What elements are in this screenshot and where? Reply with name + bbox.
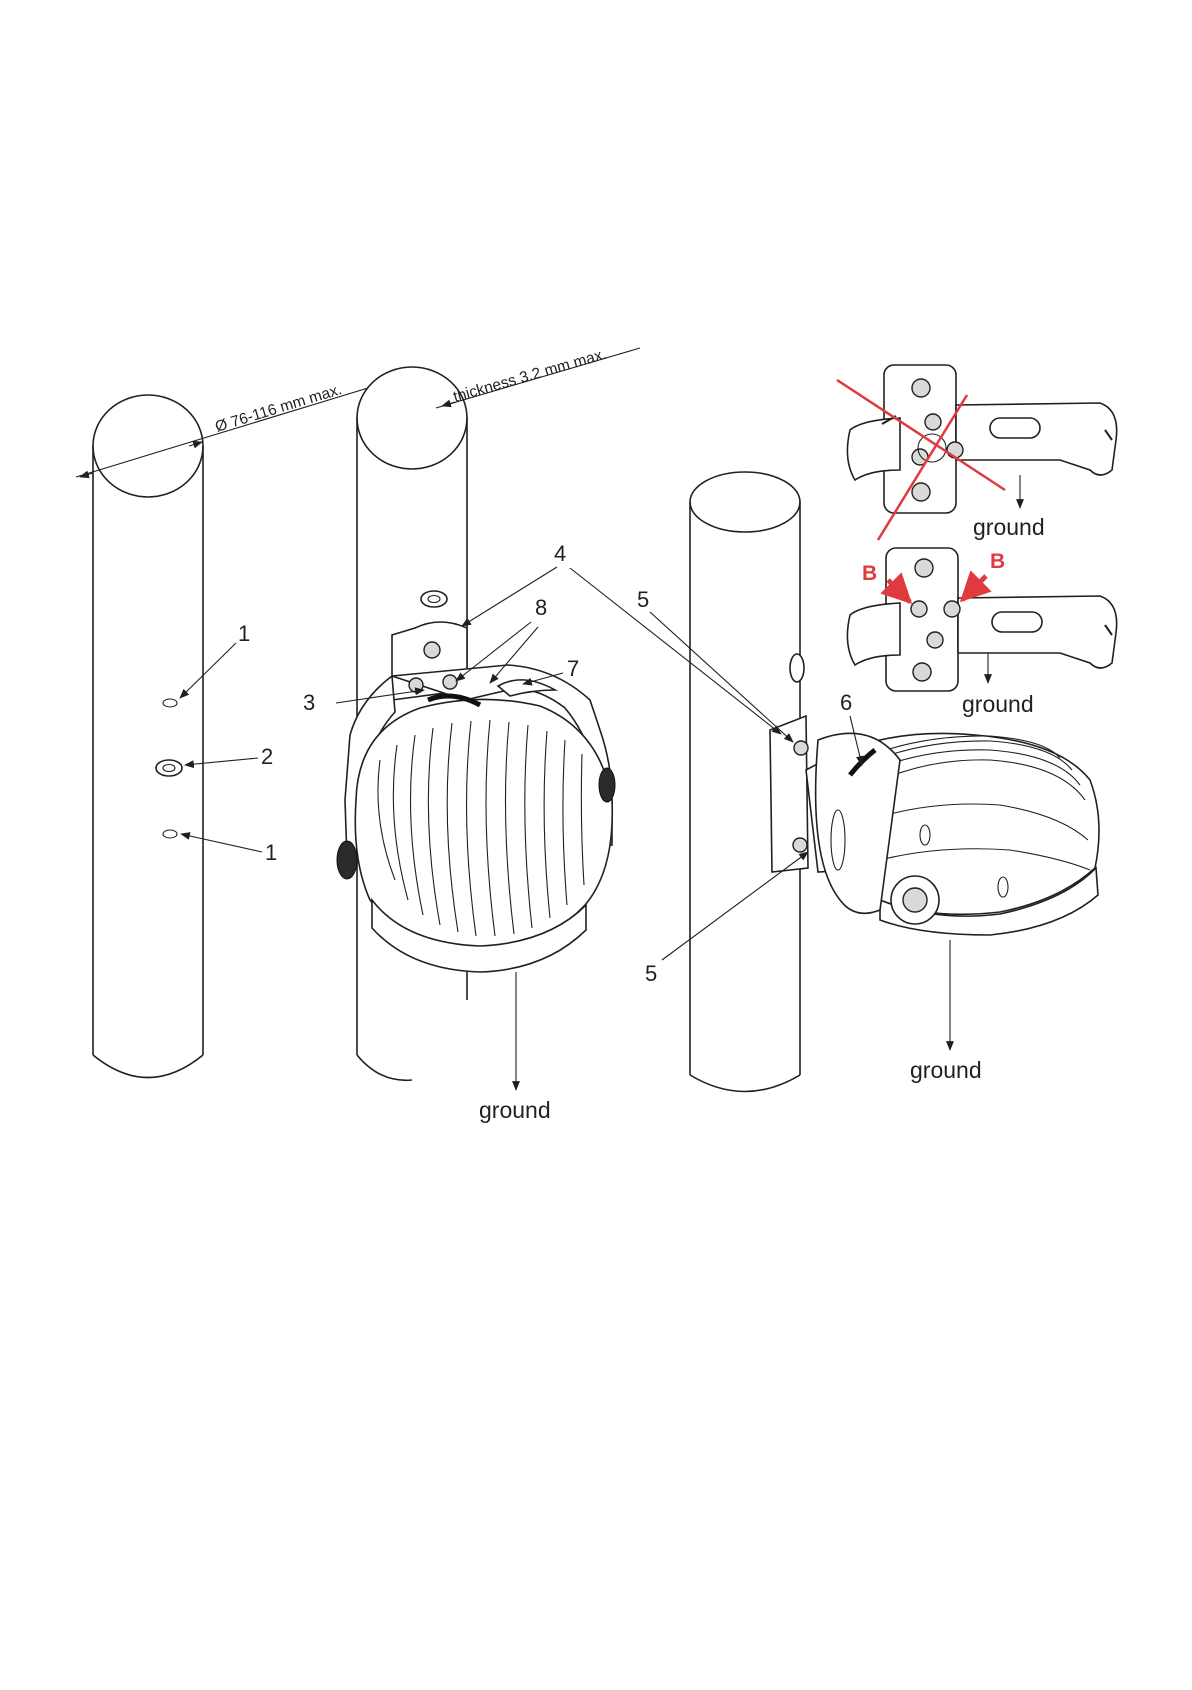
callout-4: 4 bbox=[554, 541, 566, 566]
bolt-icon bbox=[912, 379, 930, 397]
callout-8: 8 bbox=[535, 595, 547, 620]
ground-label-right: ground bbox=[910, 1057, 982, 1083]
bolt-icon bbox=[927, 632, 943, 648]
pole-left bbox=[93, 395, 203, 1078]
bolt-icon bbox=[925, 414, 941, 430]
marker-b-left: B bbox=[862, 562, 877, 585]
screw-icon bbox=[443, 675, 457, 689]
callout-1-upper: 1 bbox=[238, 621, 250, 646]
bolt-icon bbox=[944, 601, 960, 617]
diameter-label: Ø 76-116 mm max. bbox=[213, 381, 344, 436]
knob-icon bbox=[599, 768, 615, 802]
bolt-icon bbox=[793, 838, 807, 852]
diameter-dimension: Ø 76-116 mm max. bbox=[76, 381, 368, 477]
bolt-icon bbox=[915, 559, 933, 577]
callout-5-lower: 5 bbox=[645, 961, 657, 986]
bolt-icon bbox=[912, 483, 930, 501]
screw-icon bbox=[409, 678, 423, 692]
ground-label-center: ground bbox=[479, 1097, 551, 1123]
callout-2: 2 bbox=[261, 744, 273, 769]
thickness-dimension: thickness 3.2 mm max. bbox=[436, 346, 640, 408]
inset-correct: B B ground bbox=[847, 548, 1116, 717]
washer-icon bbox=[790, 654, 804, 682]
thickness-label: thickness 3.2 mm max. bbox=[451, 346, 608, 406]
bolt-icon bbox=[424, 642, 440, 658]
luminaire-side-view bbox=[770, 716, 1099, 935]
knob-icon bbox=[337, 841, 357, 879]
ground-label-inset-bottom: ground bbox=[962, 691, 1034, 717]
bolt-icon bbox=[911, 601, 927, 617]
hole-icon bbox=[163, 699, 177, 707]
callout-6: 6 bbox=[840, 690, 852, 715]
bolt-icon bbox=[913, 663, 931, 681]
washer-icon bbox=[421, 591, 447, 607]
ground-label-inset-top: ground bbox=[973, 514, 1045, 540]
hole-icon bbox=[163, 830, 177, 838]
callout-7: 7 bbox=[567, 656, 579, 681]
callout-3: 3 bbox=[303, 690, 315, 715]
inset-incorrect: ground bbox=[837, 365, 1117, 540]
callout-5-upper: 5 bbox=[637, 587, 649, 612]
arrow-b-right bbox=[962, 576, 986, 600]
callout-1-lower: 1 bbox=[265, 840, 277, 865]
bolt-icon bbox=[794, 741, 808, 755]
washer-icon bbox=[156, 760, 182, 776]
marker-b-right: B bbox=[990, 550, 1005, 573]
bolt-icon bbox=[947, 442, 963, 458]
